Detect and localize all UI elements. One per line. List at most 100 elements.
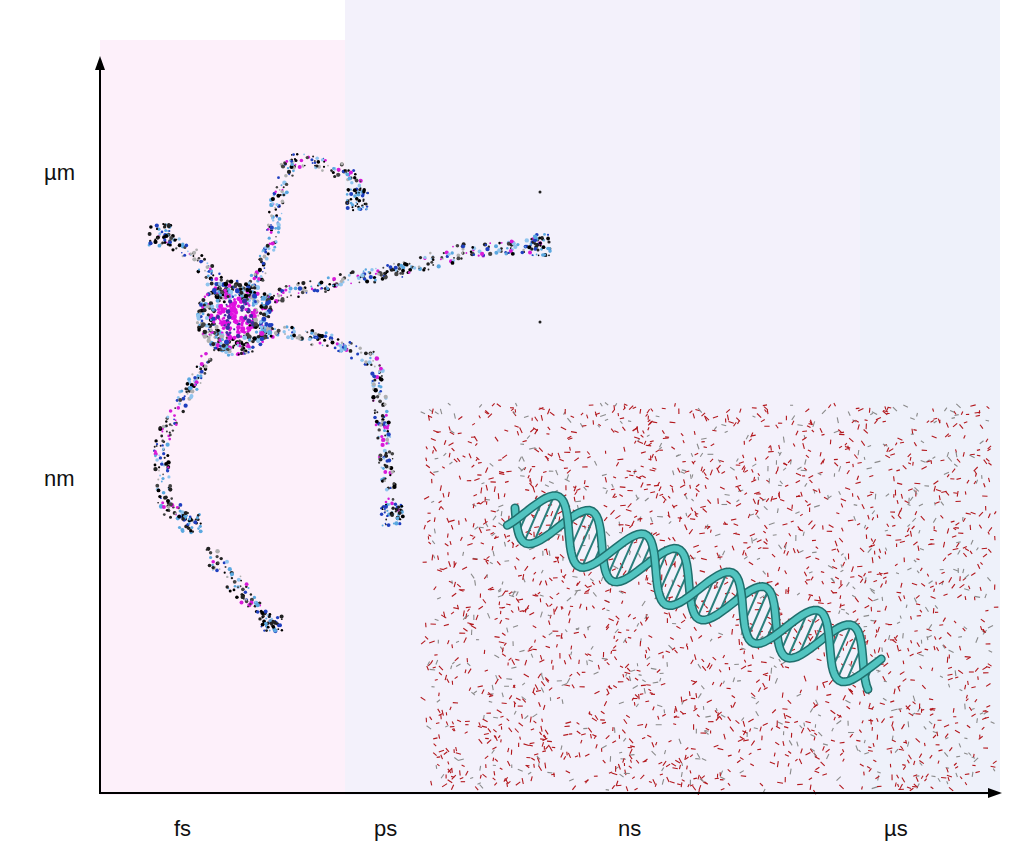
- track-dot: [267, 315, 270, 318]
- track-dot: [325, 331, 328, 334]
- track-dot: [200, 355, 203, 358]
- track-dot: [200, 382, 202, 384]
- track-dot: [378, 393, 381, 396]
- track-dot: [166, 468, 168, 470]
- track-dot: [262, 312, 266, 316]
- track-dot: [367, 360, 371, 364]
- track-dot: [212, 309, 215, 312]
- track-dot: [473, 253, 476, 256]
- track-dot: [375, 420, 379, 424]
- track-dot: [298, 286, 302, 290]
- track-dot: [259, 312, 262, 315]
- track-dot: [175, 423, 178, 426]
- track-dot: [315, 337, 317, 339]
- track-dot: [207, 331, 209, 333]
- track-dot: [204, 365, 208, 369]
- track-dot: [226, 585, 229, 588]
- track-dot: [207, 361, 210, 364]
- track-dot: [312, 162, 314, 164]
- track-dot: [168, 438, 171, 441]
- track-dot: [347, 202, 349, 204]
- track-dot: [254, 322, 259, 327]
- track-dot: [386, 264, 389, 267]
- track-dot: [282, 189, 284, 191]
- water-molecule: [587, 661, 588, 666]
- water-molecule: [912, 429, 913, 434]
- track-dot: [168, 484, 172, 488]
- track-dot: [332, 167, 335, 170]
- track-dot: [226, 309, 231, 314]
- track-dot: [350, 282, 352, 284]
- track-dot: [232, 308, 237, 313]
- track-dot: [303, 154, 305, 156]
- track-dot: [271, 197, 275, 201]
- track-dot: [364, 360, 368, 364]
- track-dot: [154, 450, 157, 453]
- track-dot: [195, 248, 198, 251]
- track-dot: [319, 280, 323, 284]
- track-dot: [276, 222, 280, 226]
- track-dot: [374, 388, 378, 392]
- track-dot: [337, 338, 340, 341]
- track-dot: [432, 264, 434, 266]
- track-dot: [337, 168, 341, 172]
- track-dot: [392, 458, 394, 460]
- track-dot: [199, 366, 201, 368]
- track-dot: [229, 332, 232, 335]
- track-dot: [153, 467, 157, 471]
- track-dot: [251, 311, 254, 314]
- track-dot: [203, 330, 207, 334]
- track-dot: [302, 289, 305, 292]
- track-dot: [339, 348, 343, 352]
- track-dot: [283, 330, 286, 333]
- track-dot: [241, 587, 245, 591]
- track-dot: [240, 309, 243, 312]
- track-dot: [317, 160, 321, 164]
- track-dot: [365, 268, 367, 270]
- track-dot: [234, 284, 238, 288]
- track-dot: [264, 610, 268, 614]
- track-dot: [154, 464, 157, 467]
- track-dot: [164, 229, 167, 232]
- track-dot: [355, 205, 357, 207]
- track-dot: [326, 287, 329, 290]
- track-dot: [227, 353, 230, 356]
- track-dot: [365, 202, 368, 205]
- track-dot: [216, 299, 220, 303]
- track-dot: [178, 398, 182, 402]
- track-dot: [164, 234, 168, 238]
- track-dot: [292, 334, 296, 338]
- track-dot: [253, 314, 257, 318]
- track-dot: [156, 443, 158, 445]
- track-dot: [214, 277, 218, 281]
- track-dot: [546, 255, 548, 257]
- track-dot: [516, 243, 519, 246]
- track-dot: [175, 419, 177, 421]
- track-dot: [208, 564, 212, 568]
- track-dot: [216, 315, 220, 319]
- track-dot: [498, 242, 501, 245]
- track-dot: [166, 454, 169, 457]
- track-dot: [216, 329, 219, 332]
- track-dot: [237, 305, 241, 309]
- track-dot: [224, 314, 227, 317]
- track-dot: [268, 211, 271, 214]
- track-dot: [149, 225, 153, 229]
- track-dot: [270, 224, 272, 226]
- track-dot: [284, 288, 287, 291]
- track-dot: [234, 294, 237, 297]
- track-dot: [357, 207, 361, 211]
- track-dot: [398, 511, 402, 515]
- track-dot: [348, 345, 350, 347]
- track-dot: [369, 275, 373, 279]
- track-dot: [355, 345, 357, 347]
- track-dot: [242, 298, 247, 303]
- track-dot: [219, 568, 221, 570]
- track-dot: [224, 572, 226, 574]
- track-dot: [264, 267, 266, 269]
- track-dot: [314, 332, 318, 336]
- track-dot: [382, 405, 384, 407]
- track-dot: [178, 402, 181, 405]
- track-dot: [383, 479, 385, 481]
- track-dot: [161, 477, 164, 480]
